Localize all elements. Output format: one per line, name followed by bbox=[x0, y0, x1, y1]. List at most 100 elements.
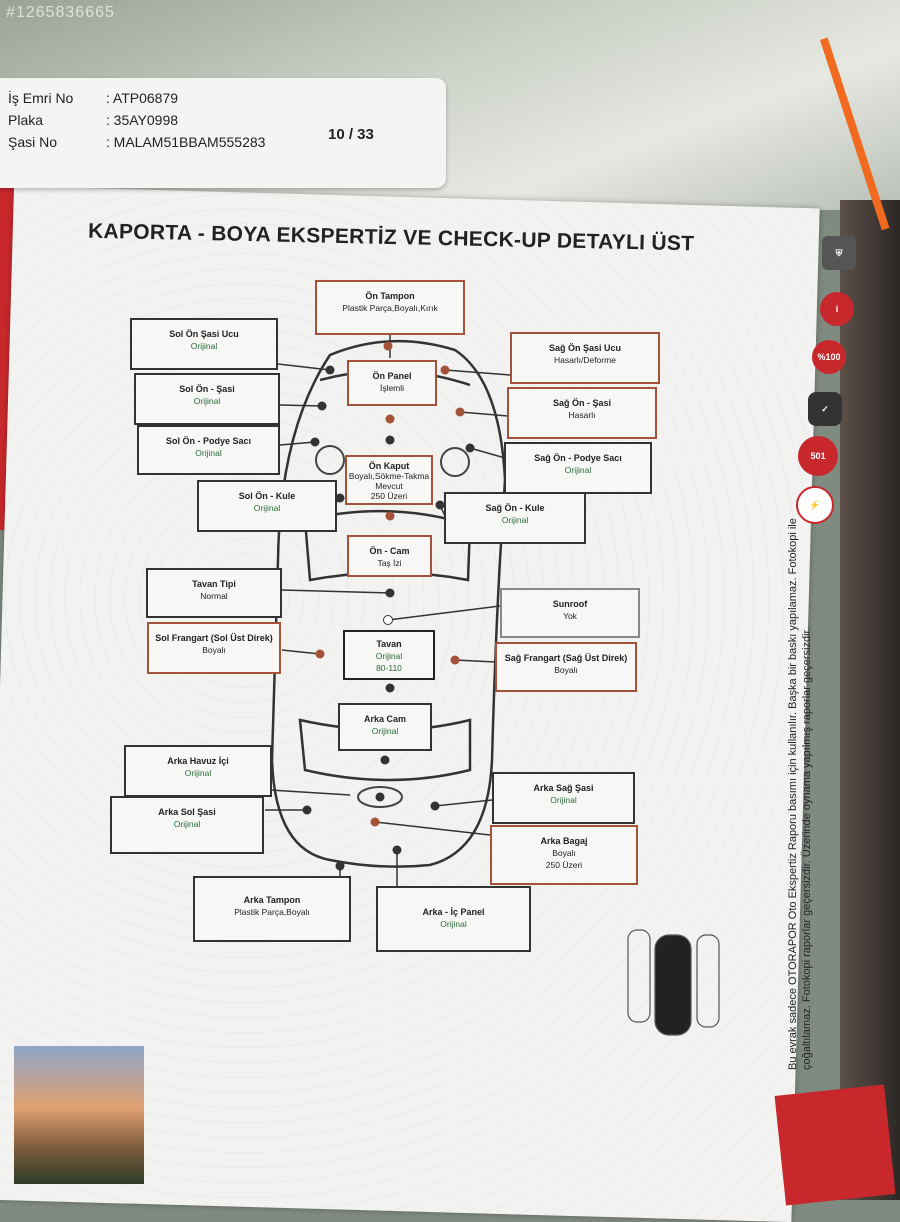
part-name: Tavan Tipi bbox=[192, 579, 236, 589]
arka-sag-sasi-dot bbox=[430, 801, 440, 811]
header-card: İş Emri No : ATP06879 Plaka : 35AY0998 Ş… bbox=[0, 78, 446, 188]
sag-frangart-dot bbox=[450, 655, 460, 665]
part-name: Ön Panel bbox=[372, 371, 412, 381]
part-box-sol-frangart: Sol Frangart (Sol Üst Direk) Boyalı bbox=[147, 622, 281, 674]
image-watermark: #1265836665 bbox=[6, 4, 115, 21]
header-row-chassis: Şasi No : MALAM51BBAM555283 bbox=[8, 134, 265, 150]
number-badge: 501 bbox=[798, 436, 838, 476]
lighthouse-thumbnail bbox=[14, 1046, 144, 1184]
part-status: Orijinal bbox=[550, 795, 577, 805]
part-status: Orijinal bbox=[375, 651, 403, 661]
part-name: Sağ Frangart (Sağ Üst Direk) bbox=[504, 653, 628, 663]
part-name: Arka Sol Şasi bbox=[158, 807, 216, 817]
chassis-label: Şasi No bbox=[8, 134, 58, 150]
on-kaput-upper-dot bbox=[385, 435, 395, 445]
background-right bbox=[840, 200, 900, 1200]
part-box-arka-havuz: Arka Havuz İçi Orijinal bbox=[124, 745, 272, 797]
part-name: Sol Ön Şasi Ucu bbox=[169, 329, 239, 339]
header-row-work-order: İş Emri No : ATP06879 bbox=[8, 90, 178, 106]
part-status: Hasarlı bbox=[568, 410, 596, 420]
part-status: Boyalı bbox=[552, 848, 576, 858]
part-box-on-kaput: Ön Kaput Boyalı,Sökme-Takma Mevcut 250 Ü… bbox=[345, 455, 433, 505]
part-name: Sol Frangart (Sol Üst Direk) bbox=[155, 633, 273, 643]
part-name: Ön Kaput bbox=[368, 461, 410, 471]
part-box-on-cam: Ön - Cam Taş İzi bbox=[347, 535, 432, 577]
part-status: Orijinal bbox=[564, 465, 592, 475]
arka-ic-panel-dot bbox=[392, 845, 402, 855]
part-extra: 250 Üzeri bbox=[545, 860, 583, 870]
rear-center-oval-icon bbox=[357, 786, 403, 808]
check-shield-icon: ✓ bbox=[808, 392, 842, 426]
part-box-on-panel: Ön Panel İşlemli bbox=[347, 360, 437, 406]
part-box-sol-on-sasi: Sol Ön - Şasi Orijinal bbox=[134, 373, 280, 425]
part-name: Sağ Ön - Kule bbox=[485, 503, 545, 513]
part-status: Normal bbox=[200, 591, 228, 601]
part-status: Orijinal bbox=[184, 768, 212, 778]
part-name: Ön Tampon bbox=[365, 291, 415, 301]
part-extra: 250 Üzeri bbox=[370, 491, 408, 501]
part-box-on-tampon: Ön Tampon Plastik Parça,Boyalı,Kırık bbox=[315, 280, 465, 335]
percent-badge: %100 bbox=[812, 340, 846, 374]
red-corner-logo bbox=[774, 1084, 896, 1206]
part-status: Yok bbox=[563, 611, 577, 621]
on-kaput-dot bbox=[385, 511, 395, 521]
part-box-arka-sag-sasi: Arka Sağ Şasi Orijinal bbox=[492, 772, 635, 824]
part-status: Orijinal bbox=[440, 919, 467, 929]
part-status: Boyalı,Sökme-Takma Mevcut bbox=[348, 471, 430, 491]
arka-sol-sasi-dot bbox=[302, 805, 312, 815]
part-box-sag-frangart: Sağ Frangart (Sağ Üst Direk) Boyalı bbox=[495, 642, 637, 692]
front-right-wheel-icon bbox=[440, 447, 470, 477]
arka-cam-dot bbox=[380, 755, 390, 765]
sag-on-sasi-ucu-dot bbox=[440, 365, 450, 375]
part-status: Orijinal bbox=[190, 341, 218, 351]
part-status: Taş İzi bbox=[377, 558, 402, 568]
part-name: Sol Ön - Kule bbox=[238, 491, 296, 501]
page-number: 10 / 33 bbox=[328, 126, 374, 143]
part-name: Arka - İç Panel bbox=[422, 907, 485, 917]
work-order-label: İş Emri No bbox=[8, 90, 74, 106]
part-status: Plastik Parça,Boyalı bbox=[234, 907, 310, 917]
part-box-arka-ic-panel: Arka - İç Panel Orijinal bbox=[376, 886, 531, 952]
plate-label: Plaka bbox=[8, 112, 44, 128]
arka-havuz-dot bbox=[375, 792, 385, 802]
part-name: Sağ Ön Şasi Ucu bbox=[548, 343, 622, 353]
part-box-arka-tampon: Arka Tampon Plastik Parça,Boyalı bbox=[193, 876, 351, 942]
sol-on-sasi-dot bbox=[317, 401, 327, 411]
part-box-sol-on-kule: Sol Ön - Kule Orijinal bbox=[197, 480, 337, 532]
part-box-arka-sol-sasi: Arka Sol Şasi Orijinal bbox=[110, 796, 264, 854]
shield-logo-icon: ⛨ bbox=[822, 236, 856, 270]
part-name: Sunroof bbox=[552, 599, 588, 609]
part-status: Orijinal bbox=[173, 819, 201, 829]
part-name: Arka Havuz İçi bbox=[167, 756, 229, 766]
part-status: Orijinal bbox=[253, 503, 281, 513]
part-box-sol-on-sasi-ucu: Sol Ön Şasi Ucu Orijinal bbox=[130, 318, 278, 370]
part-box-sag-on-kule: Sağ Ön - Kule Orijinal bbox=[444, 492, 586, 544]
part-name: Tavan bbox=[376, 639, 402, 649]
part-box-arka-bagaj: Arka Bagaj Boyalı 250 Üzeri bbox=[490, 825, 638, 885]
bolt-icon: ⚡ bbox=[796, 486, 834, 524]
part-status: Orijinal bbox=[195, 448, 222, 458]
part-name: Ön - Cam bbox=[369, 546, 410, 556]
part-status: Boyalı bbox=[554, 665, 578, 675]
part-box-tavan: Tavan Orijinal 80-110 bbox=[343, 630, 435, 680]
sag-on-kule-dot bbox=[435, 500, 445, 510]
part-box-arka-cam: Arka Cam Orijinal bbox=[338, 703, 432, 751]
part-status: Boyalı bbox=[202, 645, 226, 655]
info-icon: i bbox=[820, 292, 854, 326]
part-box-sag-on-sasi-ucu: Sağ Ön Şasi Ucu Hasarlı/Deforme bbox=[510, 332, 660, 384]
car-body-outline bbox=[270, 339, 507, 868]
part-status: İşlemli bbox=[379, 383, 405, 393]
part-status: Orijinal bbox=[193, 396, 221, 406]
chassis-value: : MALAM51BBAM555283 bbox=[105, 134, 266, 150]
part-status: Plastik Parça,Boyalı,Kırık bbox=[342, 303, 438, 313]
part-box-tavan-tipi: Tavan Tipi Normal bbox=[146, 568, 282, 618]
tavan-tipi-dot bbox=[385, 588, 395, 598]
part-extra: 80-110 bbox=[376, 663, 402, 673]
part-box-sol-on-podye: Sol Ön - Podye Sacı Orijinal bbox=[137, 425, 280, 475]
part-name: Arka Cam bbox=[363, 714, 407, 724]
sol-on-kule-dot bbox=[335, 493, 345, 503]
part-name: Arka Sağ Şasi bbox=[533, 783, 594, 793]
part-status: Orijinal bbox=[371, 726, 399, 736]
sunroof-dot bbox=[383, 615, 393, 625]
arka-tampon-dot bbox=[335, 861, 345, 871]
